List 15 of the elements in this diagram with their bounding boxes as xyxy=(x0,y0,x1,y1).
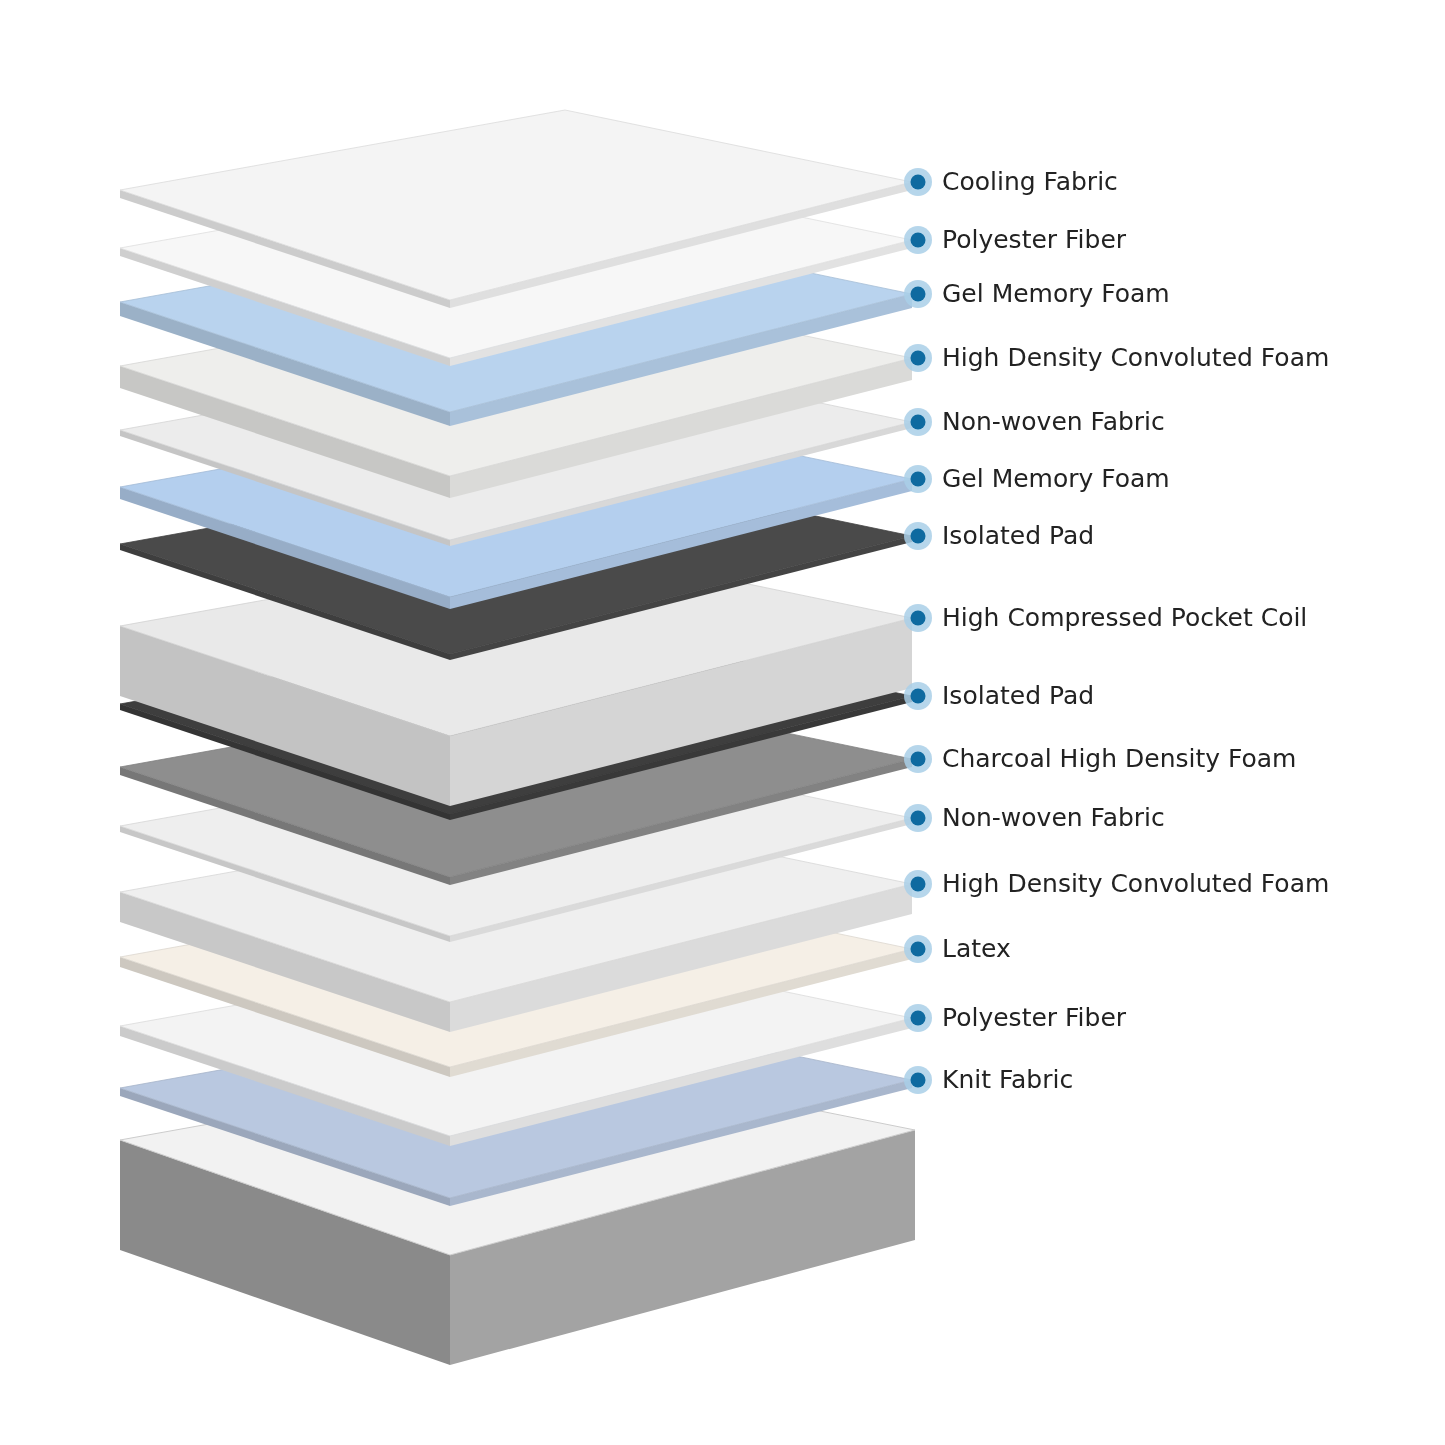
layer-label: High Density Convoluted Foam xyxy=(942,869,1330,899)
layer-label: Polyester Fiber xyxy=(942,1003,1127,1033)
layer-label: Knit Fabric xyxy=(942,1065,1074,1095)
layer-label: Non-woven Fabric xyxy=(942,803,1165,833)
layer-label: Polyester Fiber xyxy=(942,225,1127,255)
layer-label: Non-woven Fabric xyxy=(942,407,1165,437)
layer-label: Cooling Fabric xyxy=(942,167,1118,197)
layer-label: Isolated Pad xyxy=(942,521,1095,551)
layer-label: High Density Convoluted Foam xyxy=(942,343,1330,373)
layer-label: Charcoal High Density Foam xyxy=(942,744,1297,774)
layer-label: Isolated Pad xyxy=(942,681,1095,711)
layer-label: Gel Memory Foam xyxy=(942,279,1170,309)
layer-label: High Compressed Pocket Coil xyxy=(942,603,1308,633)
layer-label: Latex xyxy=(942,934,1011,964)
layer-label: Gel Memory Foam xyxy=(942,464,1170,494)
